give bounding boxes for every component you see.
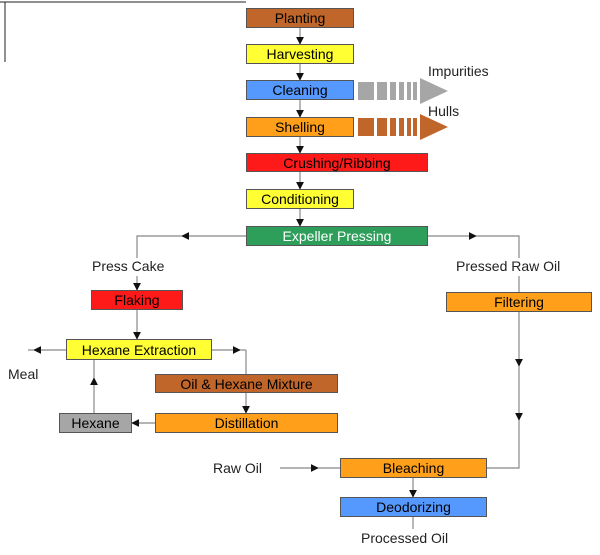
label-meal: Meal xyxy=(8,366,39,382)
box-cleaning: Cleaning xyxy=(246,80,354,100)
box-distillation: Distillation xyxy=(155,413,338,433)
box-shelling: Shelling xyxy=(246,117,354,137)
box-deodorizing: Deodorizing xyxy=(340,497,487,517)
box-conditioning: Conditioning xyxy=(246,189,354,209)
box-crushing: Crushing/Ribbing xyxy=(246,153,428,172)
box-harvesting: Harvesting xyxy=(246,44,354,64)
label-hulls: Hulls xyxy=(428,103,460,119)
label-press-cake: Press Cake xyxy=(92,258,165,274)
line-left-branch xyxy=(136,235,182,258)
box-filtering: Filtering xyxy=(446,292,592,312)
box-oil-hexane-mixture: Oil & Hexane Mixture xyxy=(155,374,338,393)
impurities-separator xyxy=(358,78,448,104)
label-pressed-raw-oil: Pressed Raw Oil xyxy=(456,258,561,274)
line-filtering-bleaching xyxy=(487,420,520,469)
line-right-branch xyxy=(476,235,520,258)
label-impurities: Impurities xyxy=(428,63,489,79)
box-hexane: Hexane xyxy=(59,413,132,433)
hulls-separator xyxy=(358,114,448,140)
box-expeller-pressing: Expeller Pressing xyxy=(246,226,428,246)
box-bleaching: Bleaching xyxy=(340,458,487,478)
box-planting: Planting xyxy=(246,8,354,28)
box-flaking: Flaking xyxy=(91,290,183,310)
box-hexane-extraction: Hexane Extraction xyxy=(66,339,212,360)
label-raw-oil: Raw Oil xyxy=(213,460,263,476)
label-processed-oil: Processed Oil xyxy=(361,530,449,546)
